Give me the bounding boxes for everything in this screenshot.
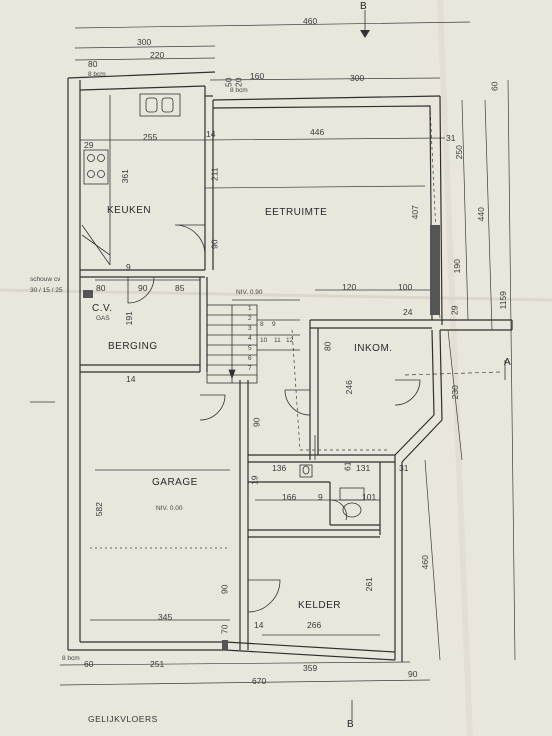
dim-top-60: 60	[489, 81, 500, 91]
dim-lower-19: 19	[249, 475, 260, 485]
note-dims: 30 / 15 / 25	[30, 287, 63, 294]
dim-right-190: 190	[451, 259, 462, 274]
dim-top-160: 160	[250, 71, 265, 81]
room-gas-label: GAS	[96, 315, 110, 322]
dim-left-85: 85	[175, 283, 185, 293]
dim-garage-266: 266	[307, 620, 322, 630]
stair-step-2: 2	[248, 315, 252, 322]
plan-title: GELIJKVLOERS	[88, 714, 158, 724]
dim-mid-14: 14	[206, 129, 216, 139]
dim-top-460: 460	[303, 16, 318, 26]
room-berging-label: BERGING	[108, 341, 158, 352]
stair-step-10: 10	[260, 337, 268, 344]
dim-right-250: 250	[453, 145, 464, 160]
room-eetruimte-label: EETRUIMTE	[265, 207, 328, 218]
dim-garage-582: 582	[93, 502, 104, 517]
dim-lower-136: 136	[272, 463, 287, 473]
note-schouw: schouw cv	[30, 276, 61, 283]
dim-right-1159: 1159	[497, 291, 508, 310]
dim-lower-31: 31	[399, 463, 409, 473]
dim-bottom-60: 60	[84, 659, 94, 669]
dim-top-80: 80	[88, 59, 98, 69]
stair-step-4: 4	[248, 335, 252, 342]
dim-top-300b: 300	[350, 73, 365, 83]
stair-step-11: 11	[274, 337, 281, 344]
dim-left-90: 90	[138, 283, 148, 293]
dim-lower-61: 61	[342, 461, 353, 471]
dim-mid-31: 31	[446, 133, 456, 143]
dim-left-361: 361	[119, 169, 130, 184]
dim-top-220: 220	[150, 50, 165, 60]
dim-center-407: 407	[409, 205, 420, 220]
stair-step-7: 7	[248, 365, 252, 372]
dim-garage-261: 261	[363, 577, 374, 592]
dim-mid-255: 255	[143, 132, 158, 142]
dim-left-9: 9	[126, 262, 131, 272]
dim-garage-90: 90	[219, 584, 230, 594]
dim-garage-460: 460	[419, 555, 430, 570]
dim-left-14: 14	[126, 374, 136, 384]
dim-mid-446: 446	[310, 127, 325, 137]
dim-right-29: 29	[449, 305, 460, 315]
room-kelder-label: KELDER	[298, 600, 342, 611]
stair-step-8: 8	[260, 321, 264, 328]
dim-center-211: 211	[209, 167, 220, 182]
dim-center-90: 90	[209, 239, 220, 249]
stair-step-9: 9	[272, 321, 276, 328]
dim-center-100: 100	[398, 282, 413, 292]
section-marker-top: B	[360, 1, 367, 12]
note-brick-c: 8 bcm	[62, 655, 80, 662]
dim-left-80: 80	[96, 283, 106, 293]
dim-left-191: 191	[123, 311, 134, 326]
dim-garage-345: 345	[158, 612, 173, 622]
garage-level-label: NIV. 0.00	[156, 505, 183, 512]
dim-top-300: 300	[137, 37, 152, 47]
dim-center-24: 24	[403, 307, 413, 317]
dim-garage-70: 70	[219, 624, 230, 634]
stair-level-label: NIV. 0.90	[236, 289, 263, 296]
note-brick-a: 8 bcm	[88, 71, 106, 78]
stair-step-5: 5	[248, 345, 252, 352]
dim-mid-50: 50	[223, 77, 234, 87]
dim-bottom-90: 90	[408, 669, 418, 679]
dim-bottom-670: 670	[252, 676, 267, 686]
dim-center-246: 246	[343, 380, 354, 395]
dim-mid-29: 29	[84, 140, 94, 150]
room-keuken-label: KEUKEN	[107, 205, 152, 216]
dim-lower-131: 131	[356, 463, 371, 473]
room-garage-label: GARAGE	[152, 477, 198, 488]
room-inkom-label: INKOM.	[354, 343, 393, 354]
dim-lower-90: 90	[251, 417, 262, 427]
dim-center-120: 120	[342, 282, 357, 292]
dim-lower-166: 166	[282, 492, 297, 502]
dim-mid-20: 20	[233, 77, 244, 87]
stair-step-1: 1	[248, 305, 252, 312]
stair-step-3: 3	[248, 325, 252, 332]
stair-step-6: 6	[248, 355, 252, 362]
dim-bottom-251: 251	[150, 659, 165, 669]
note-brick-b: 8 bcm	[230, 87, 248, 94]
dim-lower-9: 9	[318, 492, 323, 502]
dim-garage-14: 14	[254, 620, 264, 630]
dim-right-230: 230	[449, 385, 460, 400]
section-marker-right: A	[504, 357, 511, 368]
section-marker-bottom: B	[347, 719, 354, 730]
dim-right-440: 440	[475, 207, 486, 222]
dim-lower-101: 101	[362, 492, 377, 502]
stair-step-12: 12	[286, 337, 294, 344]
dim-bottom-359: 359	[303, 663, 318, 673]
dim-center-80: 80	[322, 341, 333, 351]
room-cv-label: C.V.	[92, 303, 113, 314]
